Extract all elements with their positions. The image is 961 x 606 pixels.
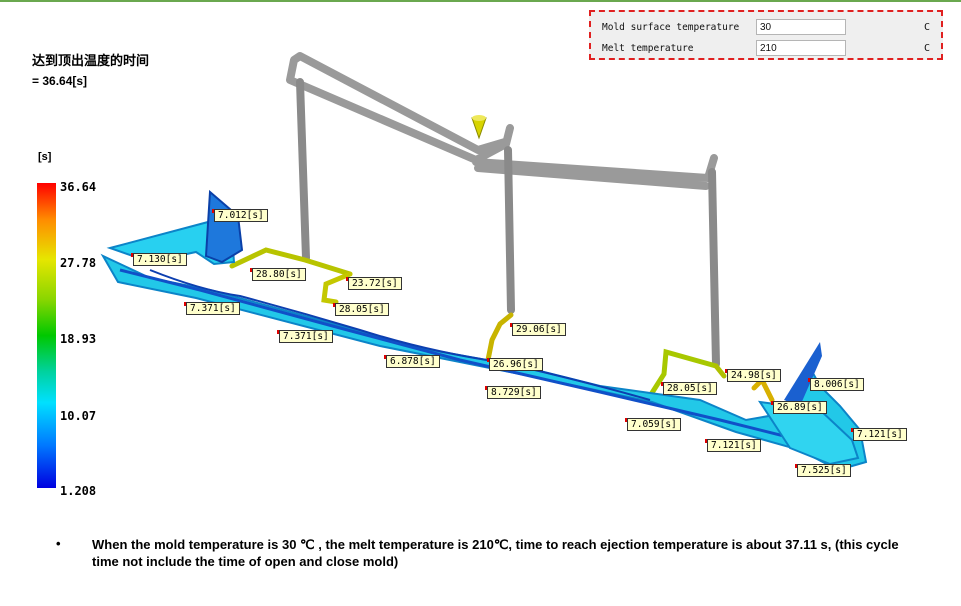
result-probe-label: 7.371[s] [279,330,333,343]
result-probe-label: 24.98[s] [727,369,781,382]
result-probe-label: 7.059[s] [627,418,681,431]
melt-temperature-unit: C [924,43,931,54]
legend-tick-max: 36.64 [60,180,97,194]
result-probe-label: 7.012[s] [214,209,268,222]
result-probe-label: 28.05[s] [335,303,389,316]
result-probe-label: 7.525[s] [797,464,851,477]
mold-temperature-field[interactable]: 30 [756,19,846,35]
result-probe-label: 8.729[s] [487,386,541,399]
legend-unit: [s] [38,151,52,163]
result-title: 达到顶出温度的时间 [32,53,150,68]
top-divider [0,0,961,2]
sprue-cone [471,115,487,140]
result-probe-label: 28.80[s] [252,268,306,281]
legend-tick: 10.07 [60,409,97,423]
runner-system [286,52,720,368]
process-parameter-panel: Mold surface temperature 30 C Melt tempe… [589,10,943,60]
legend-tick-min: 1.208 [60,484,97,498]
melt-temperature-label: Melt temperature [602,43,694,54]
gate-drops [229,247,775,403]
result-probe-label: 7.130[s] [133,253,187,266]
color-scale-bar [37,183,56,488]
melt-temperature-field[interactable]: 210 [756,40,846,56]
result-probe-label: 7.371[s] [186,302,240,315]
note-text: When the mold temperature is 30 ℃ , the … [92,537,899,569]
result-probe-label: 28.05[s] [663,382,717,395]
result-probe-label: 7.121[s] [853,428,907,441]
melt-temperature-row: Melt temperature 210 C [599,40,939,58]
legend-tick: 18.93 [60,332,97,346]
result-probe-label: 6.878[s] [386,355,440,368]
legend-tick: 27.78 [60,256,97,270]
molded-part [100,189,868,472]
result-max-value: = 36.64[s] [32,74,88,88]
result-probe-label: 26.89[s] [773,401,827,414]
mold-temperature-label: Mold surface temperature [602,22,740,33]
result-probe-label: 26.96[s] [489,358,543,371]
result-probe-label: 29.06[s] [512,323,566,336]
note-bullet: • [56,536,61,551]
result-probe-label: 23.72[s] [348,277,402,290]
mold-temperature-row: Mold surface temperature 30 C [599,19,939,37]
mold-temperature-unit: C [924,22,931,33]
result-probe-label: 8.006[s] [810,378,864,391]
result-probe-label: 7.121[s] [707,439,761,452]
